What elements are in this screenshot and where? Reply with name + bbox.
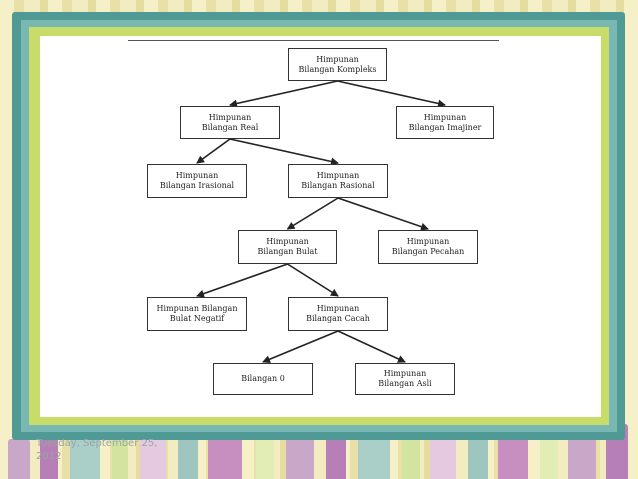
node-line: Bilangan Real (201, 122, 259, 132)
node-bilangan-rasional: Himpunan Bilangan Rasional (288, 164, 388, 198)
node-line: Bilangan Irasional (159, 181, 235, 190)
decorative-bar (140, 435, 166, 479)
node-bilangan-nol: Bilangan 0 (213, 363, 313, 395)
node-line: Bilangan 0 (241, 374, 285, 383)
node-line: Himpunan (175, 171, 219, 180)
node-line: Himpunan (316, 171, 360, 180)
node-bilangan-kompleks: Himpunan Bilangan Kompleks (288, 48, 387, 81)
node-line: Himpunan Bilangan (156, 304, 238, 313)
node-line: Bilangan Bulat (257, 247, 318, 256)
node-line: Bilangan Imajiner (408, 122, 482, 132)
node-line: Bilangan Cacah (306, 314, 370, 323)
node-line: Bulat Negatif (169, 314, 225, 323)
node-line: Bilangan Kompleks (298, 64, 377, 74)
decorative-bar (8, 439, 30, 479)
decorative-bar (430, 434, 456, 479)
node-bilangan-real: Himpunan Bilangan Real (180, 106, 280, 139)
top-divider-line (128, 40, 499, 41)
node-line: Himpunan (406, 237, 450, 246)
node-line: Himpunan (316, 54, 359, 64)
node-bilangan-pecahan: Himpunan Bilangan Pecahan (378, 230, 478, 264)
node-line: Himpunan (266, 237, 309, 246)
node-bilangan-cacah: Himpunan Bilangan Cacah (288, 297, 388, 331)
slide-date: Tuesday, September 25, 2012 (36, 438, 158, 462)
node-bulat-negatif: Himpunan Bilangan Bulat Negatif (147, 297, 247, 331)
node-line: Himpunan (423, 112, 467, 122)
node-bilangan-bulat: Himpunan Bilangan Bulat (238, 230, 337, 264)
node-line: Himpunan (383, 369, 427, 378)
slide-content-area (40, 36, 601, 417)
node-bilangan-asli: Himpunan Bilangan Asli (355, 363, 455, 395)
node-line: Bilangan Rasional (301, 181, 375, 190)
node-line: Bilangan Pecahan (391, 247, 465, 256)
decorative-bar (286, 433, 314, 479)
decorative-bar (568, 433, 596, 479)
node-bilangan-irasional: Himpunan Bilangan Irasional (147, 164, 247, 198)
node-line: Himpunan (316, 304, 360, 313)
node-line: Himpunan (208, 112, 252, 122)
node-bilangan-imajiner: Himpunan Bilangan Imajiner (396, 106, 494, 139)
node-line: Bilangan Asli (378, 379, 432, 388)
